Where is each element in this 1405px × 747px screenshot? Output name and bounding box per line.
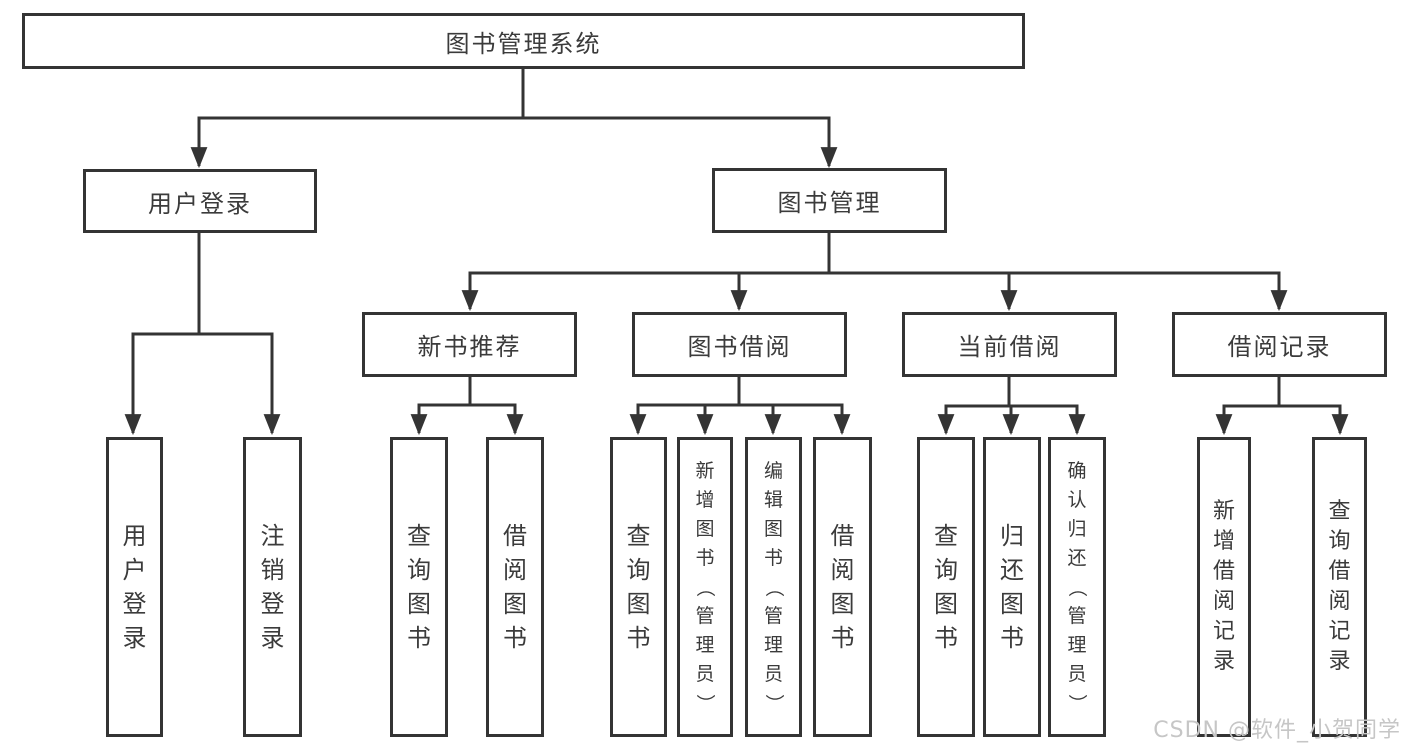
node-borrow-record: 借阅记录: [1172, 312, 1387, 377]
leaf-logout-login: 注销登录: [243, 437, 302, 737]
node-user-login: 用户登录: [83, 169, 317, 233]
node-book-borrow: 图书借阅: [632, 312, 847, 377]
leaf-query-books-current: 查询图书: [917, 437, 975, 737]
connector-bookborrow-children: [629, 377, 851, 436]
leaf-add-book-admin: 新增图书（管理员）: [677, 437, 733, 737]
leaf-confirm-return-admin: 确认归还（管理员）: [1048, 437, 1106, 737]
connector-newbook-children: [410, 377, 524, 436]
leaf-borrow-books-recommend: 借阅图书: [486, 437, 544, 737]
leaf-borrow-books-borrow: 借阅图书: [813, 437, 872, 737]
leaf-edit-book-admin: 编辑图书（管理员）: [745, 437, 802, 737]
leaf-query-borrow-record: 查询借阅记录: [1312, 437, 1367, 737]
node-root: 图书管理系统: [22, 13, 1025, 69]
node-new-book-recommend: 新书推荐: [362, 312, 577, 377]
connector-userlogin-children: [124, 233, 281, 436]
leaf-query-books-borrow: 查询图书: [610, 437, 667, 737]
leaf-add-borrow-record: 新增借阅记录: [1197, 437, 1251, 737]
connector-borrowrecord-children: [1215, 377, 1349, 436]
leaf-user-login: 用户登录: [106, 437, 163, 737]
connector-root-to-level2: [190, 69, 838, 169]
leaf-query-books-recommend: 查询图书: [390, 437, 448, 737]
connector-currentborrow-children: [937, 377, 1086, 436]
node-book-management: 图书管理: [712, 168, 947, 233]
leaf-return-books: 归还图书: [983, 437, 1041, 737]
node-current-borrow: 当前借阅: [902, 312, 1117, 377]
connector-bookmgmt-to-level3: [461, 233, 1288, 312]
